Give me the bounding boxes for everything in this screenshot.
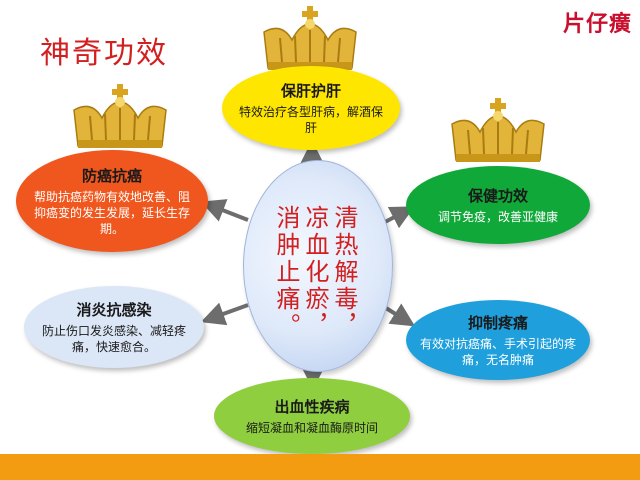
crown-icon xyxy=(451,98,545,162)
node-desc: 缩短凝血和凝血酶原时间 xyxy=(245,421,378,435)
node-title: 出血性疾病 xyxy=(274,398,350,416)
node-anticancer: 防癌抗癌 帮助抗癌药物有效地改善、阻抑癌变的发生发展，延长生存期。 xyxy=(16,150,208,252)
node-title: 抑制疼痛 xyxy=(467,314,528,332)
node-desc: 特效治疗各型肝病，解酒保肝 xyxy=(238,105,383,135)
center-line-1: 清热解毒， xyxy=(330,205,358,340)
page-title: 神奇功效 xyxy=(40,36,168,71)
center-summary-oval: 清热解毒， 凉血化瘀， 消肿止痛。 xyxy=(243,160,393,372)
node-bleeding-disorders: 出血性疾病 缩短凝血和凝血酶原时间 xyxy=(214,378,410,454)
node-desc: 调节免疫，改善亚健康 xyxy=(437,210,558,224)
brand-logo: 片仔癀 xyxy=(562,12,632,37)
node-health-care: 保健功效 调节免疫，改善亚健康 xyxy=(406,166,590,244)
node-desc: 防止伤口发炎感染、减轻疼痛，快速愈合。 xyxy=(41,324,186,354)
crown-icon xyxy=(263,6,357,70)
node-liver-protection: 保肝护肝 特效治疗各型肝病，解酒保肝 xyxy=(222,66,400,150)
node-desc: 有效对抗癌痛、手术引起的疼痛，无名肿痛 xyxy=(419,337,576,367)
arrow-to-lower-left xyxy=(200,302,249,326)
node-title: 消炎抗感染 xyxy=(76,301,152,319)
node-pain-relief: 抑制疼痛 有效对抗癌痛、手术引起的疼痛，无名肿痛 xyxy=(406,300,590,380)
footer-bar xyxy=(0,454,640,480)
node-title: 保健功效 xyxy=(467,187,528,205)
crown-icon xyxy=(73,84,167,148)
node-title: 保肝护肝 xyxy=(280,82,341,100)
center-line-3: 消肿止痛。 xyxy=(272,205,300,340)
arrow-to-upper-right xyxy=(384,206,415,229)
arrow-to-lower-right xyxy=(384,303,416,327)
node-title: 防癌抗癌 xyxy=(81,167,142,185)
arrow-to-upper-left xyxy=(200,199,249,222)
node-anti-inflammation: 消炎抗感染 防止伤口发炎感染、减轻疼痛，快速愈合。 xyxy=(24,286,204,368)
center-line-2: 凉血化瘀， xyxy=(301,205,329,340)
node-desc: 帮助抗癌药物有效地改善、阻抑癌变的发生发展，延长生存期。 xyxy=(33,190,190,236)
